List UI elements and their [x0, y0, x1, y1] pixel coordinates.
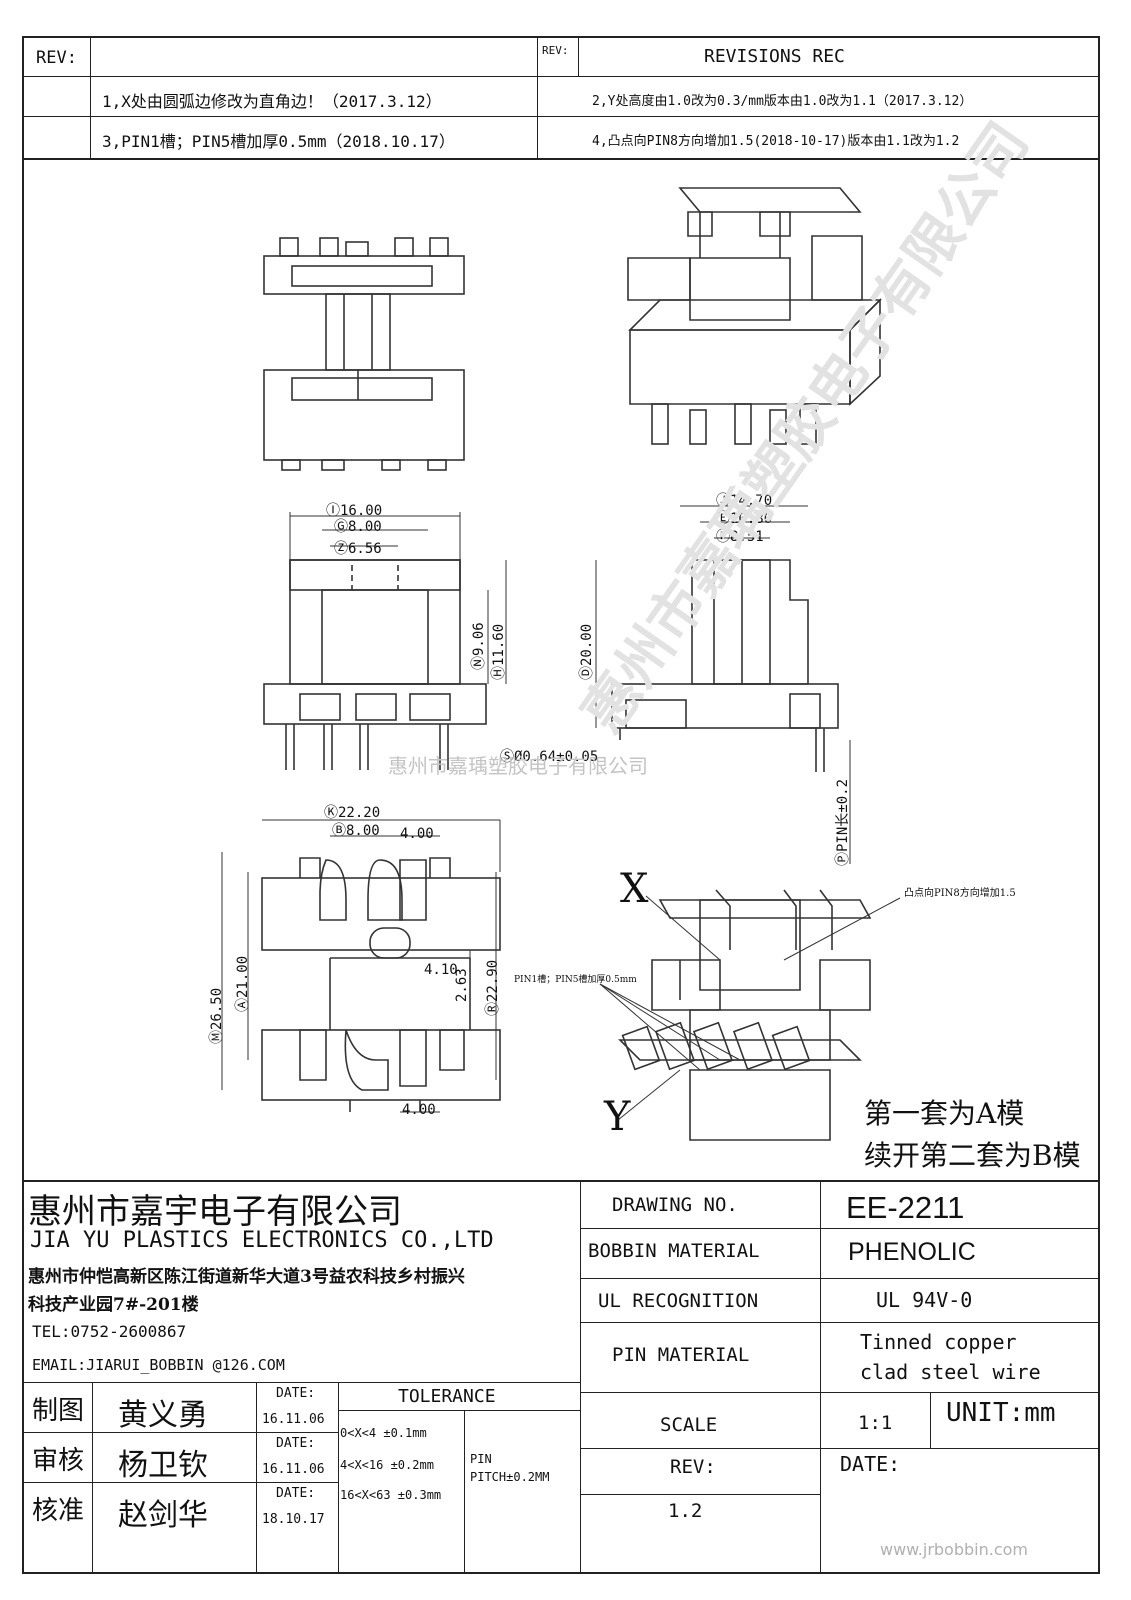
dim-bottom-small-width: 4.10: [424, 962, 458, 978]
revision-item: 4,凸点向PIN8方向增加1.5(2018-10-17)版本由1.1改为1.2: [592, 134, 960, 149]
ul-label: UL RECOGNITION: [598, 1290, 759, 1312]
rev-label-right: REV:: [542, 44, 569, 57]
drawing-frame: [22, 36, 1100, 1574]
signoff-name: 赵剑华: [118, 1498, 208, 1533]
signoff-date: 16.11.06: [262, 1412, 325, 1427]
dim-bottom-right-height: Ⓡ22.90: [485, 959, 501, 1016]
x-mark: X: [620, 866, 649, 912]
company-address-2: 科技产业园7#-201楼: [28, 1295, 199, 1315]
company-address-1: 惠州市仲恺高新区陈江街道新华大道3号益农科技乡村振兴: [28, 1267, 465, 1287]
isometric-view-top: [627, 187, 882, 445]
dim-pin-length: ⓅPIN长±0.2: [835, 778, 851, 866]
dim-front-height-inner: Ⓝ9.06: [471, 622, 487, 670]
bump-note: 凸点向PIN8方向增加1.5: [904, 888, 1016, 899]
unit-label: UNIT:mm: [946, 1398, 1056, 1428]
signoff-role: 核准: [32, 1496, 85, 1526]
rev-label-left: REV:: [36, 48, 77, 68]
dim-side-width-mid: Ⓔ10.80: [716, 511, 773, 527]
company-name-cn: 惠州市嘉宇电子有限公司: [28, 1192, 402, 1232]
tolerance-title: TOLERANCE: [398, 1386, 496, 1407]
dim-bottom-pitch-2: 4.00: [402, 1102, 436, 1118]
technical-drawing: [221, 187, 901, 1141]
revisions-header: REVISIONS REC: [704, 46, 845, 67]
mold-note-2: 续开第二套为B模: [864, 1139, 1081, 1172]
bobbin-material: PHENOLIC: [848, 1238, 976, 1266]
front-view: [263, 559, 487, 770]
tolerance-row: 4<X<16 ±0.2mm: [340, 1458, 434, 1472]
scale-value: 1:1: [858, 1412, 893, 1434]
ul-value: UL 94V-0: [876, 1288, 973, 1312]
dim-bottom-small-height: 2.63: [454, 968, 470, 1002]
dim-front-width-outer: Ⓘ16.00: [326, 503, 383, 519]
signoff-date: 18.10.17: [262, 1512, 325, 1527]
signoff-name: 杨卫钦: [118, 1448, 208, 1483]
drawing-no-label: DRAWING NO.: [612, 1194, 738, 1216]
company-tel: TEL:0752-2600867: [32, 1322, 187, 1341]
signoff-role: 制图: [32, 1396, 85, 1426]
company-email: EMAIL:JIARUI_BOBBIN @126.COM: [32, 1356, 285, 1374]
company-name-en: JIA YU PLASTICS ELECTRONICS CO.,LTD: [30, 1228, 494, 1253]
pin-slot-note: PIN1槽；PIN5槽加厚0.5mm: [514, 975, 637, 985]
dim-bottom-width: Ⓚ22.20: [324, 805, 381, 821]
tolerance-pin-pitch: PITCH±0.2MM: [470, 1470, 550, 1484]
revision-item: 3,PIN1槽；PIN5槽加厚0.5mm（2018.10.17）: [102, 132, 455, 151]
dim-bottom-pitch: 4.00: [400, 826, 434, 842]
tolerance-row: 16<X<63 ±0.3mm: [340, 1488, 442, 1502]
dim-bottom-total: Ⓜ26.50: [209, 987, 225, 1044]
dim-side-width-outer: Ⓙ14.70: [716, 493, 773, 509]
top-view: [263, 237, 465, 471]
signoff-date-label: DATE:: [276, 1436, 316, 1451]
mold-note-1: 第一套为A模: [864, 1097, 1025, 1130]
dim-front-width-inner: Ⓩ6.56: [334, 541, 382, 557]
watermark-center: 惠州市嘉瑀塑胶电子有限公司: [388, 754, 648, 778]
pin-material-line-1: Tinned copper: [860, 1330, 1017, 1354]
tolerance-row: 0<X<4 ±0.1mm: [340, 1426, 427, 1440]
dim-front-height-outer: Ⓗ11.60: [491, 623, 507, 680]
y-mark: Y: [604, 1094, 631, 1140]
dim-side-width-inner: Ⓕ8.51: [716, 529, 764, 545]
isometric-view-bottom: [618, 889, 872, 1141]
revision-item: 1,X处由圆弧边修改为直角边！（2017.3.12）: [102, 92, 442, 111]
revision-item: 2,Y处高度由1.0改为0.3/mm版本由1.0改为1.1（2017.3.12）: [592, 94, 973, 109]
rev-value: 1.2: [668, 1500, 703, 1522]
scale-label: SCALE: [660, 1414, 718, 1436]
signoff-date-label: DATE:: [276, 1486, 316, 1501]
dim-pin-diameter: ⓈØ0.64±0.05: [500, 749, 599, 765]
signoff-role: 审核: [32, 1446, 85, 1476]
rev-label: REV:: [670, 1456, 716, 1478]
side-view: [611, 559, 839, 772]
date-label: DATE:: [840, 1452, 901, 1476]
signoff-date-label: DATE:: [276, 1386, 316, 1401]
dimension-lines: [221, 505, 901, 1121]
watermark-url: www.jrbobbin.com: [880, 1540, 1028, 1559]
bobbin-material-label: BOBBIN MATERIAL: [588, 1240, 760, 1262]
bottom-view: [261, 857, 501, 1112]
tolerance-pin-label: PIN: [470, 1452, 492, 1466]
drawing-no: EE-2211: [846, 1190, 965, 1225]
pin-material-line-2: clad steel wire: [860, 1360, 1041, 1384]
dim-front-width-mid: Ⓖ8.00: [334, 519, 382, 535]
pin-material-label: PIN MATERIAL: [612, 1344, 750, 1366]
signoff-name: 黄义勇: [118, 1398, 208, 1433]
dim-bottom-depth: Ⓐ21.00: [235, 955, 251, 1012]
signoff-date: 16.11.06: [262, 1462, 325, 1477]
dim-bottom-mid: Ⓑ8.00: [332, 823, 380, 839]
